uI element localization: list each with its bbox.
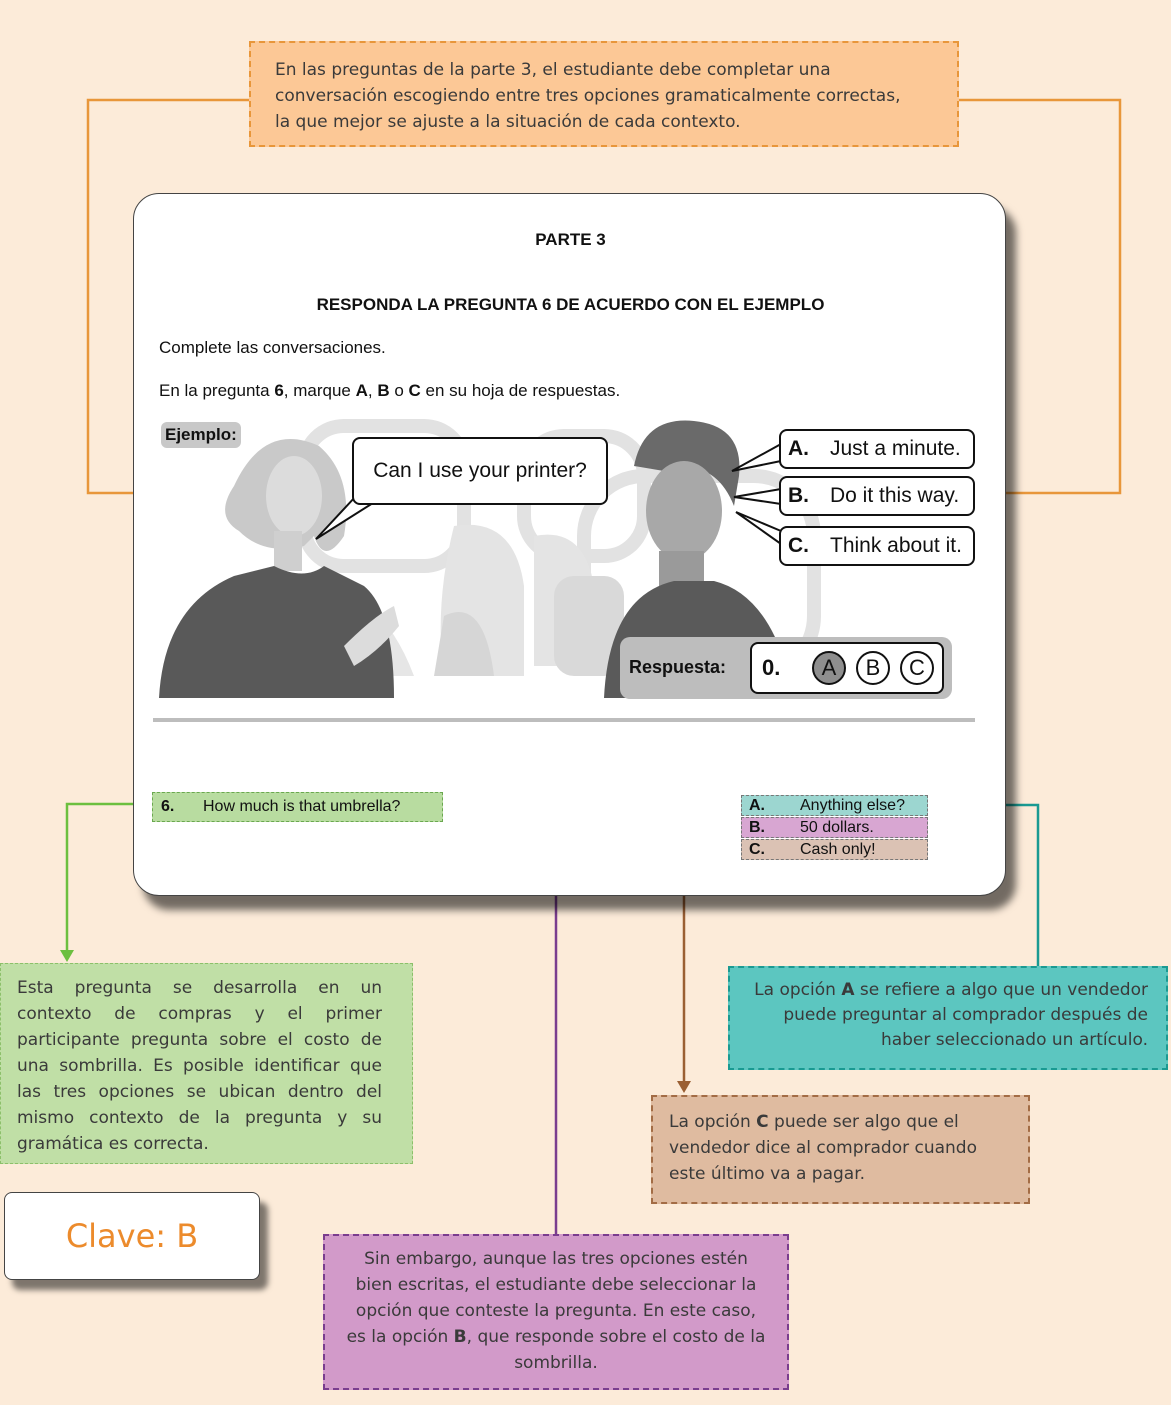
question-option-b: B.50 dollars. xyxy=(741,817,928,838)
speech-question-text: Can I use your printer? xyxy=(373,459,587,482)
answer-key-text: Clave: B xyxy=(65,1217,199,1255)
answer-key-box: Clave: B xyxy=(4,1192,260,1280)
section-divider xyxy=(153,718,975,722)
example-option-a: A.Just a minute. xyxy=(779,429,975,469)
example-option-c: C.Think about it. xyxy=(779,526,975,566)
option-a-explanation-note: La opción A se refiere a algo que un ven… xyxy=(728,966,1168,1070)
context-explanation-note: Esta pregunta se desarrolla en un contex… xyxy=(0,963,413,1164)
example-option-b: B.Do it this way. xyxy=(779,476,975,516)
top-note-line3: la que mejor se ajuste a la situación de… xyxy=(275,112,741,132)
top-note-line1: En las preguntas de la parte 3, el estud… xyxy=(275,60,831,80)
question-option-a: A.Anything else? xyxy=(741,795,928,816)
instruction-2: En la pregunta 6, marque A, B o C en su … xyxy=(159,381,621,400)
example-label: Ejemplo: xyxy=(161,422,241,448)
speech-bubble-tail xyxy=(315,495,385,540)
question-option-c: C.Cash only! xyxy=(741,839,928,860)
answer-label: Respuesta: xyxy=(629,657,727,677)
question-number: 6. xyxy=(161,798,175,815)
speech-bubble-question: Can I use your printer? xyxy=(352,437,608,505)
exam-card: PARTE 3 RESPONDA LA PREGUNTA 6 DE ACUERD… xyxy=(133,193,1006,896)
option-b-explanation-note: Sin embargo, aunque las tres opciones es… xyxy=(323,1234,789,1390)
top-explanation-note: En las preguntas de la parte 3, el estud… xyxy=(249,41,959,147)
answer-number: 0. xyxy=(762,655,781,680)
option-c-explanation-note: La opción C puede ser algo que el vended… xyxy=(651,1095,1030,1204)
top-note-line2: conversación escogiendo entre tres opcio… xyxy=(275,86,901,106)
question-text: How much is that umbrella? xyxy=(203,798,401,815)
answer-circle-a: A xyxy=(812,651,846,685)
part-title: PARTE 3 xyxy=(535,230,606,249)
instruction-1: Complete las conversaciones. xyxy=(159,338,386,357)
answer-circle-c: C xyxy=(900,651,934,685)
answer-circle-b: B xyxy=(856,651,890,685)
option-bubble-tails xyxy=(731,443,782,544)
question-6: 6. How much is that umbrella? xyxy=(152,792,443,822)
section-heading: RESPONDA LA PREGUNTA 6 DE ACUERDO CON EL… xyxy=(316,295,825,314)
